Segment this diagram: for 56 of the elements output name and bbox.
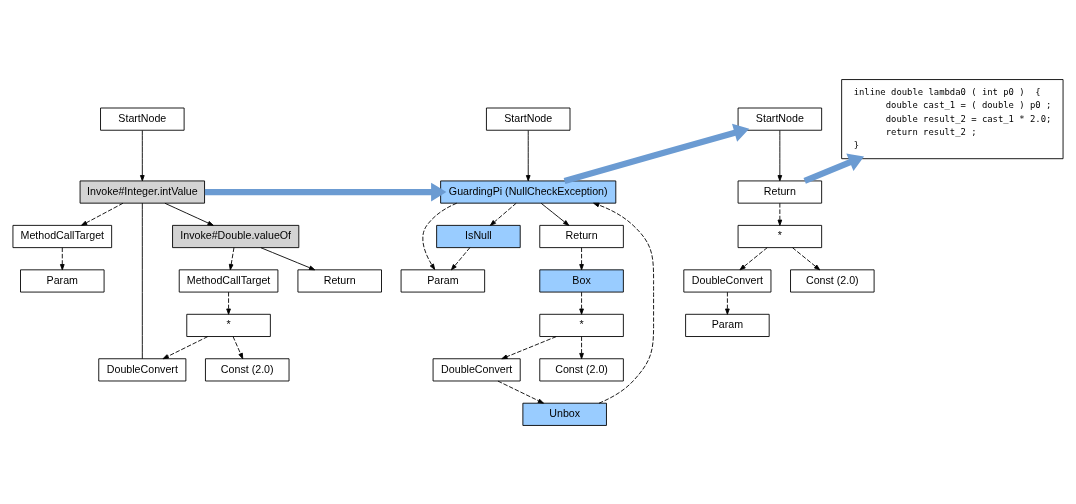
node-box: MethodCallTarget bbox=[12, 224, 113, 248]
node-box: StartNode bbox=[486, 107, 571, 131]
arrow bbox=[777, 129, 783, 181]
arrow bbox=[204, 182, 447, 201]
arrow bbox=[563, 123, 750, 184]
node-box: Param bbox=[685, 313, 770, 337]
arrow bbox=[232, 335, 244, 359]
arrow bbox=[489, 202, 517, 226]
arrow bbox=[162, 335, 209, 359]
arrow bbox=[739, 246, 768, 270]
node-box: inline double lambda0 ( int p0 ) { double cast_1 = ( double ) p0 ; double result_2 = cast_1 * 2.0; return result_2 ; } bbox=[841, 78, 1064, 159]
node-box: Invoke#Integer.intValue bbox=[79, 179, 205, 204]
node-box: StartNode bbox=[100, 107, 185, 131]
arrow bbox=[792, 246, 821, 270]
arrow bbox=[725, 291, 730, 315]
arrow bbox=[593, 202, 655, 404]
node-box: MethodCallTarget bbox=[178, 268, 279, 292]
arrow bbox=[450, 246, 471, 270]
arrow bbox=[228, 246, 235, 270]
arrow bbox=[579, 291, 584, 315]
node-box: DoubleConvert bbox=[432, 357, 521, 381]
arrow bbox=[803, 153, 865, 184]
arrow bbox=[260, 246, 316, 270]
node-box: Const (2.0) bbox=[539, 357, 624, 381]
arrow bbox=[579, 246, 584, 270]
arrow bbox=[525, 129, 531, 181]
connector bbox=[141, 202, 143, 359]
node-box: * bbox=[737, 224, 823, 248]
node-box: IsNull bbox=[436, 224, 521, 248]
arrow bbox=[497, 380, 544, 404]
node-box: Return bbox=[297, 268, 382, 292]
arrow bbox=[81, 202, 124, 226]
arrow bbox=[579, 335, 584, 359]
arrow bbox=[422, 202, 458, 270]
arrow bbox=[60, 246, 65, 270]
node-box: Param bbox=[400, 268, 486, 292]
node-box: Param bbox=[20, 268, 105, 292]
node-box: Box bbox=[539, 268, 624, 292]
node-box: Return bbox=[539, 224, 624, 248]
node-box: DoubleConvert bbox=[683, 268, 772, 292]
node-box: DoubleConvert bbox=[98, 357, 187, 381]
arrow bbox=[540, 202, 570, 226]
node-box: Unbox bbox=[522, 402, 607, 426]
node-box: Return bbox=[737, 179, 823, 204]
arrow bbox=[164, 202, 214, 226]
arrow bbox=[140, 129, 145, 181]
node-box: Const (2.0) bbox=[205, 357, 290, 381]
arrow bbox=[501, 335, 557, 359]
node-box: Invoke#Double.valueOf bbox=[172, 224, 300, 248]
arrow bbox=[226, 291, 231, 315]
arrow bbox=[777, 202, 783, 226]
node-box: * bbox=[539, 313, 624, 337]
node-box: Const (2.0) bbox=[790, 268, 875, 292]
node-box: GuardingPi (NullCheckException) bbox=[440, 179, 617, 204]
node-box: * bbox=[186, 313, 271, 337]
node-box: StartNode bbox=[737, 107, 823, 131]
